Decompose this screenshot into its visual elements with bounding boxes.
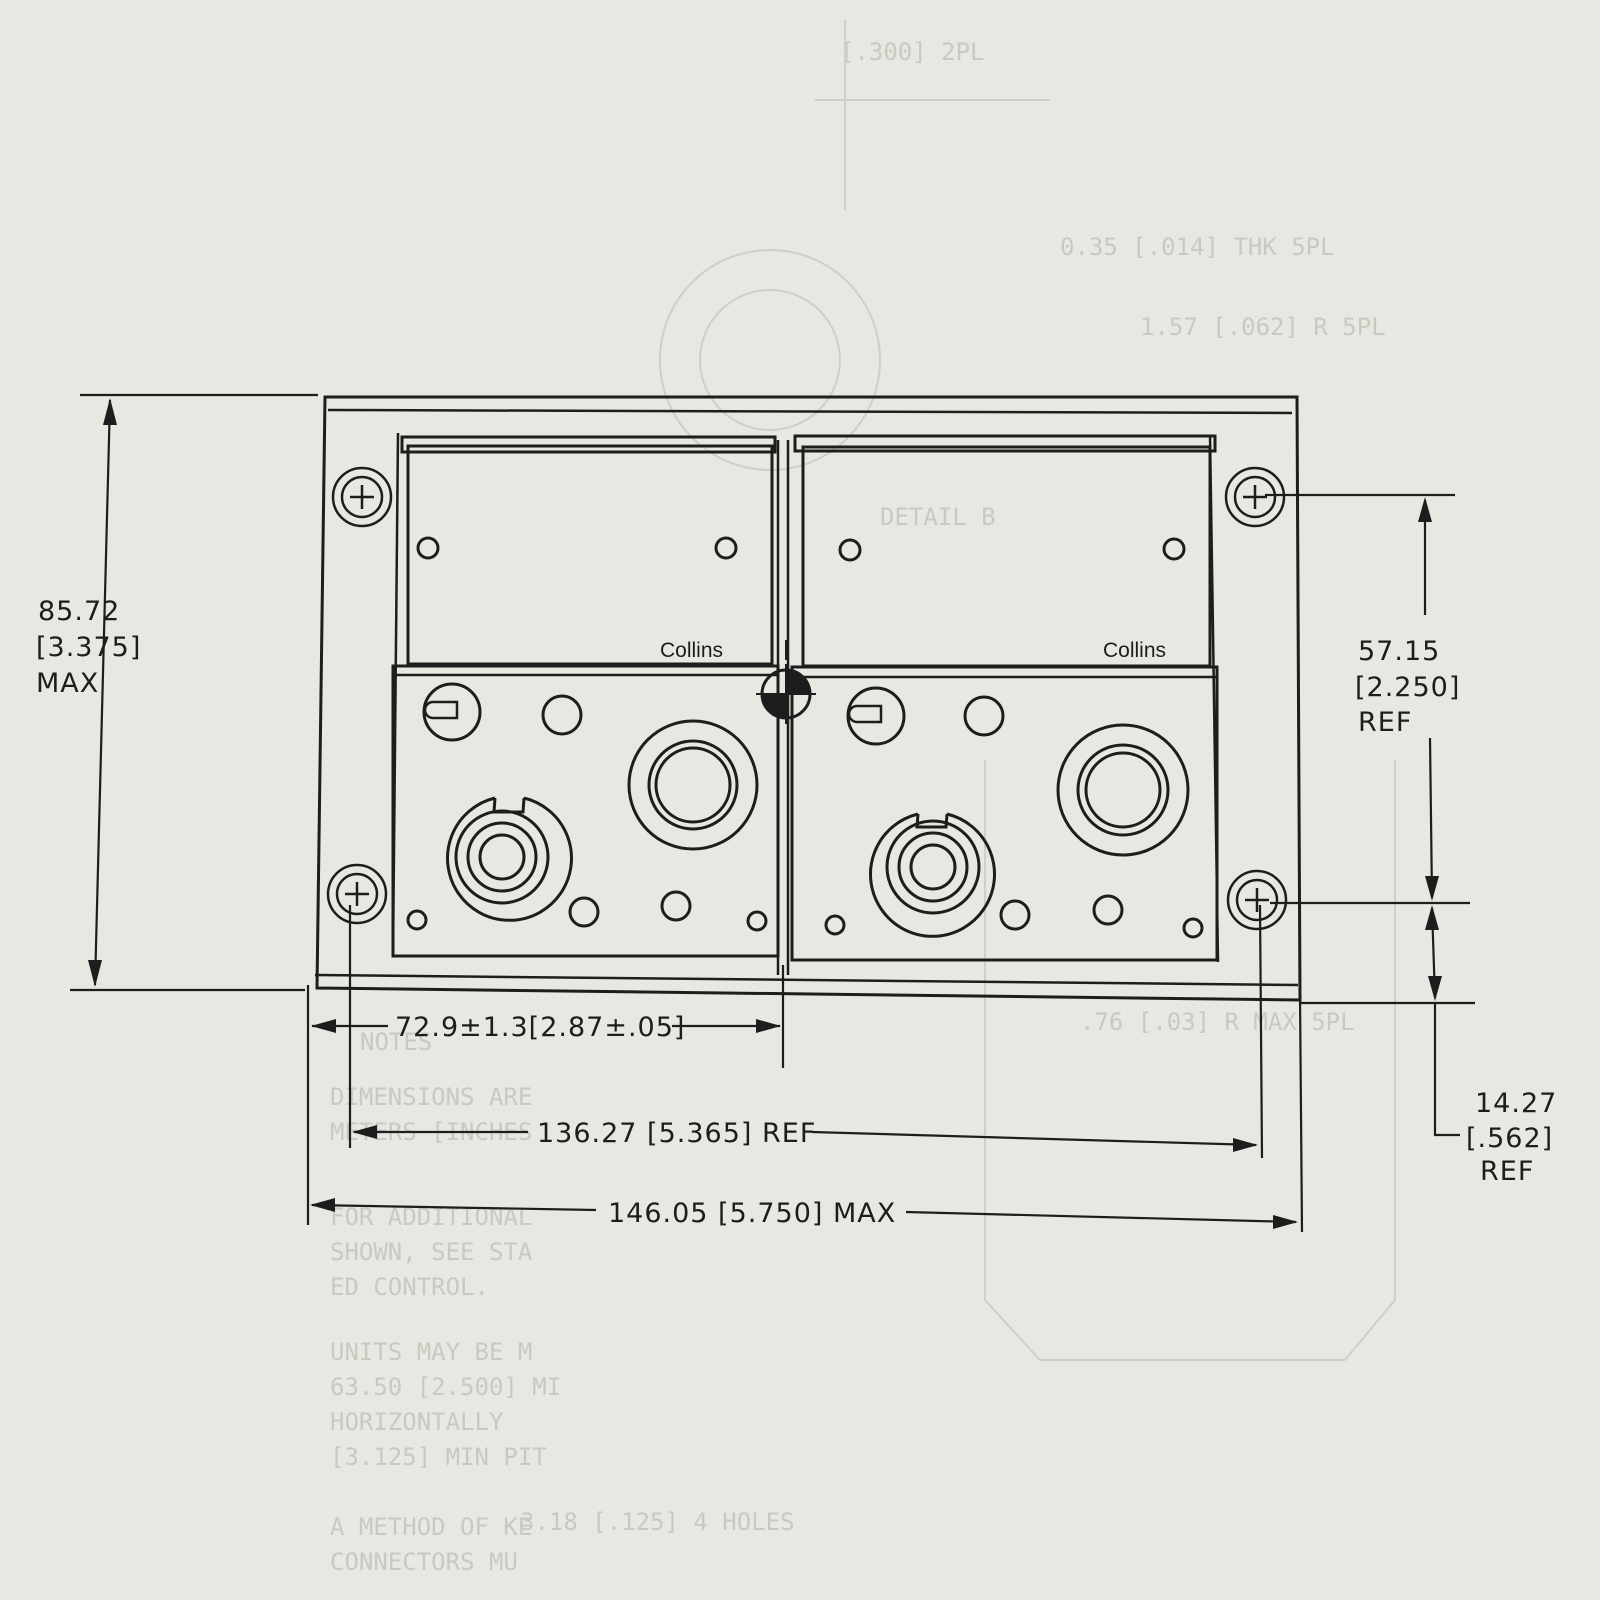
left-display-screw-l	[416, 536, 440, 560]
right-indicator-lamp	[963, 695, 1005, 737]
right-unit	[790, 434, 1219, 962]
mount-width-label: 136.27 [5.365] REF	[537, 1118, 816, 1149]
screw-bottom-left-icon	[326, 863, 388, 925]
ghost-r-max: .76 [.03] R MAX 5PL	[1080, 1008, 1355, 1036]
right-face-screw-l	[824, 914, 846, 936]
arrowheads	[88, 398, 1442, 1229]
ghost-note-3d: [3.125] MIN PIT	[330, 1443, 547, 1471]
mount-height-inches: [2.250]	[1355, 672, 1460, 703]
mount-screws	[326, 466, 1288, 931]
right-large-knob	[1056, 723, 1190, 857]
left-display-screw-r	[714, 536, 738, 560]
left-toggle-switch	[422, 682, 482, 742]
screw-top-right-icon	[1224, 466, 1286, 528]
mount-height-note: REF	[1358, 707, 1412, 738]
left-large-knob	[627, 719, 759, 851]
ghost-note-3b: 63.50 [2.500] MI	[330, 1373, 561, 1401]
ghost-leaders	[815, 20, 1050, 210]
ghost-note-3: UNITS MAY BE M	[330, 1338, 532, 1366]
bleed-through-layer: DIMENSIONS ARE METERS [INCHES FOR ADDITI…	[330, 20, 1396, 1576]
bottom-offset-value: 14.27	[1475, 1088, 1557, 1119]
screw-bottom-right-icon	[1226, 869, 1288, 931]
left-small-knob-a	[568, 896, 600, 928]
left-display-bezel	[400, 435, 777, 454]
bottom-offset-inches: [.562]	[1466, 1123, 1553, 1154]
height-note: MAX	[36, 668, 99, 699]
ghost-note-2b: SHOWN, SEE STA	[330, 1238, 533, 1266]
ghost-detail-circle	[699, 289, 841, 431]
ghost-note-2c: ED CONTROL.	[330, 1273, 489, 1301]
right-brand-label: Collins	[1103, 639, 1166, 662]
left-unit	[391, 435, 780, 958]
overall-width-label: 146.05 [5.750] MAX	[608, 1198, 896, 1229]
ghost-outline	[984, 760, 1396, 1361]
ghost-notes-heading: NOTES	[360, 1028, 432, 1056]
height-value: 85.72	[38, 596, 120, 627]
left-face-screw-l	[406, 909, 428, 931]
left-keyed-knob	[446, 796, 573, 922]
left-brand-label: Collins	[660, 639, 723, 662]
height-inches: [3.375]	[36, 632, 141, 663]
panel-outline	[314, 395, 1302, 1002]
left-small-knob-b	[660, 890, 692, 922]
ghost-note-1: DIMENSIONS ARE	[330, 1083, 532, 1111]
ghost-holes: 3.18 [.125] 4 HOLES	[520, 1508, 795, 1536]
left-indicator-lamp	[541, 694, 583, 736]
ghost-detail-b: DETAIL B	[880, 503, 996, 531]
right-control-face	[790, 665, 1219, 962]
bottom-offset-note: REF	[1480, 1156, 1534, 1187]
ghost-top-note: [.300] 2PL	[840, 38, 985, 66]
screw-top-left-icon	[331, 466, 393, 528]
center-width-label: 72.9±1.3[2.87±.05]	[395, 1012, 685, 1043]
right-small-knob-a	[999, 899, 1031, 931]
right-display-screw-r	[1162, 537, 1186, 561]
right-face-screw-r	[1182, 917, 1204, 939]
dimension-lines	[70, 393, 1475, 1233]
ghost-note-4: A METHOD OF KE	[330, 1513, 532, 1541]
ghost-note-4b: CONNECTORS MU	[330, 1548, 518, 1576]
mount-height-value: 57.15	[1358, 636, 1440, 667]
right-toggle-switch	[846, 686, 906, 746]
ghost-r-note: 1.57 [.062] R 5PL	[1140, 313, 1386, 341]
ghost-note-3c: HORIZONTALLY	[330, 1408, 504, 1436]
right-display-window	[801, 445, 1212, 668]
centerline-target-icon	[756, 664, 816, 724]
dimension-labels: 85.72 [3.375] MAX 57.15 [2.250] REF 14.2…	[36, 596, 1557, 1229]
right-keyed-knob	[869, 812, 996, 938]
left-display-window	[406, 444, 774, 666]
left-face-screw-r	[746, 910, 768, 932]
ghost-detail-circle-outer	[659, 249, 881, 471]
right-small-knob-b	[1092, 894, 1124, 926]
ghost-thk: 0.35 [.014] THK 5PL	[1060, 233, 1335, 261]
right-display-bezel	[793, 434, 1217, 453]
right-display-screw-l	[838, 538, 862, 562]
